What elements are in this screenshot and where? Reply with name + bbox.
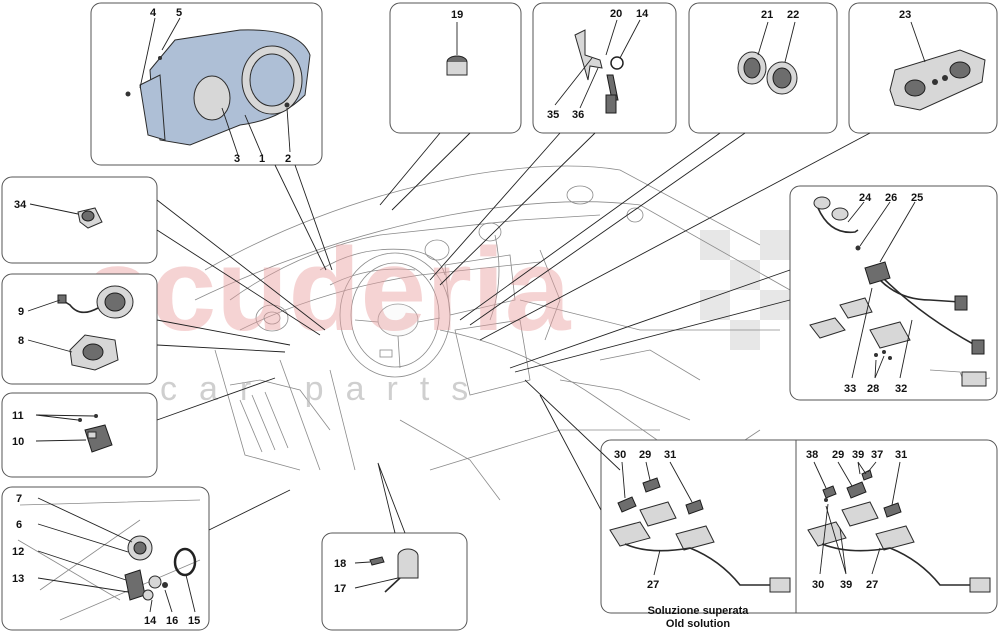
label-39b: 39 — [840, 579, 852, 591]
label-3: 3 — [234, 153, 240, 165]
label-27a: 27 — [647, 579, 659, 591]
label-14a: 14 — [636, 8, 649, 20]
label-28: 28 — [867, 383, 879, 395]
label-5: 5 — [176, 7, 182, 19]
label-2: 2 — [285, 153, 291, 165]
label-36: 36 — [572, 109, 584, 121]
label-15: 15 — [188, 615, 200, 627]
panel-door-lock: 7 6 12 13 14 16 15 — [1, 486, 210, 631]
label-39a: 39 — [852, 449, 864, 461]
label-11: 11 — [12, 410, 24, 422]
label-27b: 27 — [866, 579, 878, 591]
label-10: 10 — [12, 436, 24, 448]
label-24: 24 — [859, 192, 872, 204]
label-29a: 29 — [639, 449, 651, 461]
label-37: 37 — [871, 449, 883, 461]
label-33: 33 — [844, 383, 856, 395]
label-16: 16 — [166, 615, 178, 627]
caption-old-solution-en: Old solution — [666, 618, 730, 630]
label-18: 18 — [334, 558, 346, 570]
label-20: 20 — [610, 8, 622, 20]
label-8: 8 — [18, 335, 24, 347]
label-38: 38 — [806, 449, 818, 461]
panel-leader-lines — [156, 132, 871, 534]
label-23: 23 — [899, 9, 911, 21]
panel-instrument-cluster: 4 5 3 1 2 — [90, 2, 323, 166]
watermark-sub: car parts — [160, 370, 490, 408]
label-35: 35 — [547, 109, 559, 121]
panel-seat-wiring: 24 26 25 33 28 32 — [789, 185, 998, 401]
label-30a: 30 — [614, 449, 626, 461]
panel-switches: 21 22 — [688, 2, 838, 134]
label-6: 6 — [16, 519, 22, 531]
brand-watermark: scuderia car parts — [85, 224, 572, 408]
panel-sensor: 20 14 35 36 — [532, 2, 677, 134]
panel-part-19: 19 — [389, 2, 522, 134]
label-4: 4 — [150, 7, 157, 19]
label-12: 12 — [12, 546, 24, 558]
label-19: 19 — [451, 9, 463, 21]
label-26: 26 — [885, 192, 897, 204]
label-32: 32 — [895, 383, 907, 395]
label-9: 9 — [18, 306, 24, 318]
panel-parts-17-18: 18 17 — [321, 532, 468, 631]
screw-4-icon — [125, 91, 131, 97]
label-14b: 14 — [144, 615, 157, 627]
label-1: 1 — [259, 153, 265, 165]
label-31b: 31 — [895, 449, 907, 461]
car-interior-outline — [194, 165, 791, 501]
panel-parts-10-11: 11 10 — [1, 392, 158, 478]
label-25: 25 — [911, 192, 923, 204]
label-21: 21 — [761, 9, 773, 21]
watermark-brand: scuderia — [85, 224, 572, 356]
label-30b: 30 — [812, 579, 824, 591]
label-13: 13 — [12, 573, 24, 585]
label-7: 7 — [16, 493, 22, 505]
label-29b: 29 — [832, 449, 844, 461]
label-17: 17 — [334, 583, 346, 595]
label-22: 22 — [787, 9, 799, 21]
label-31a: 31 — [664, 449, 676, 461]
label-34: 34 — [14, 199, 27, 211]
panel-seat-control-solutions: 30 29 31 27 38 29 39 37 31 30 39 27 Solu… — [600, 439, 998, 630]
panel-part-34: 34 — [1, 176, 158, 264]
caption-old-solution-it: Soluzione superata — [648, 605, 750, 617]
panel-parts-8-9: 9 8 — [1, 273, 158, 385]
panel-control-unit-23: 23 — [848, 2, 998, 134]
